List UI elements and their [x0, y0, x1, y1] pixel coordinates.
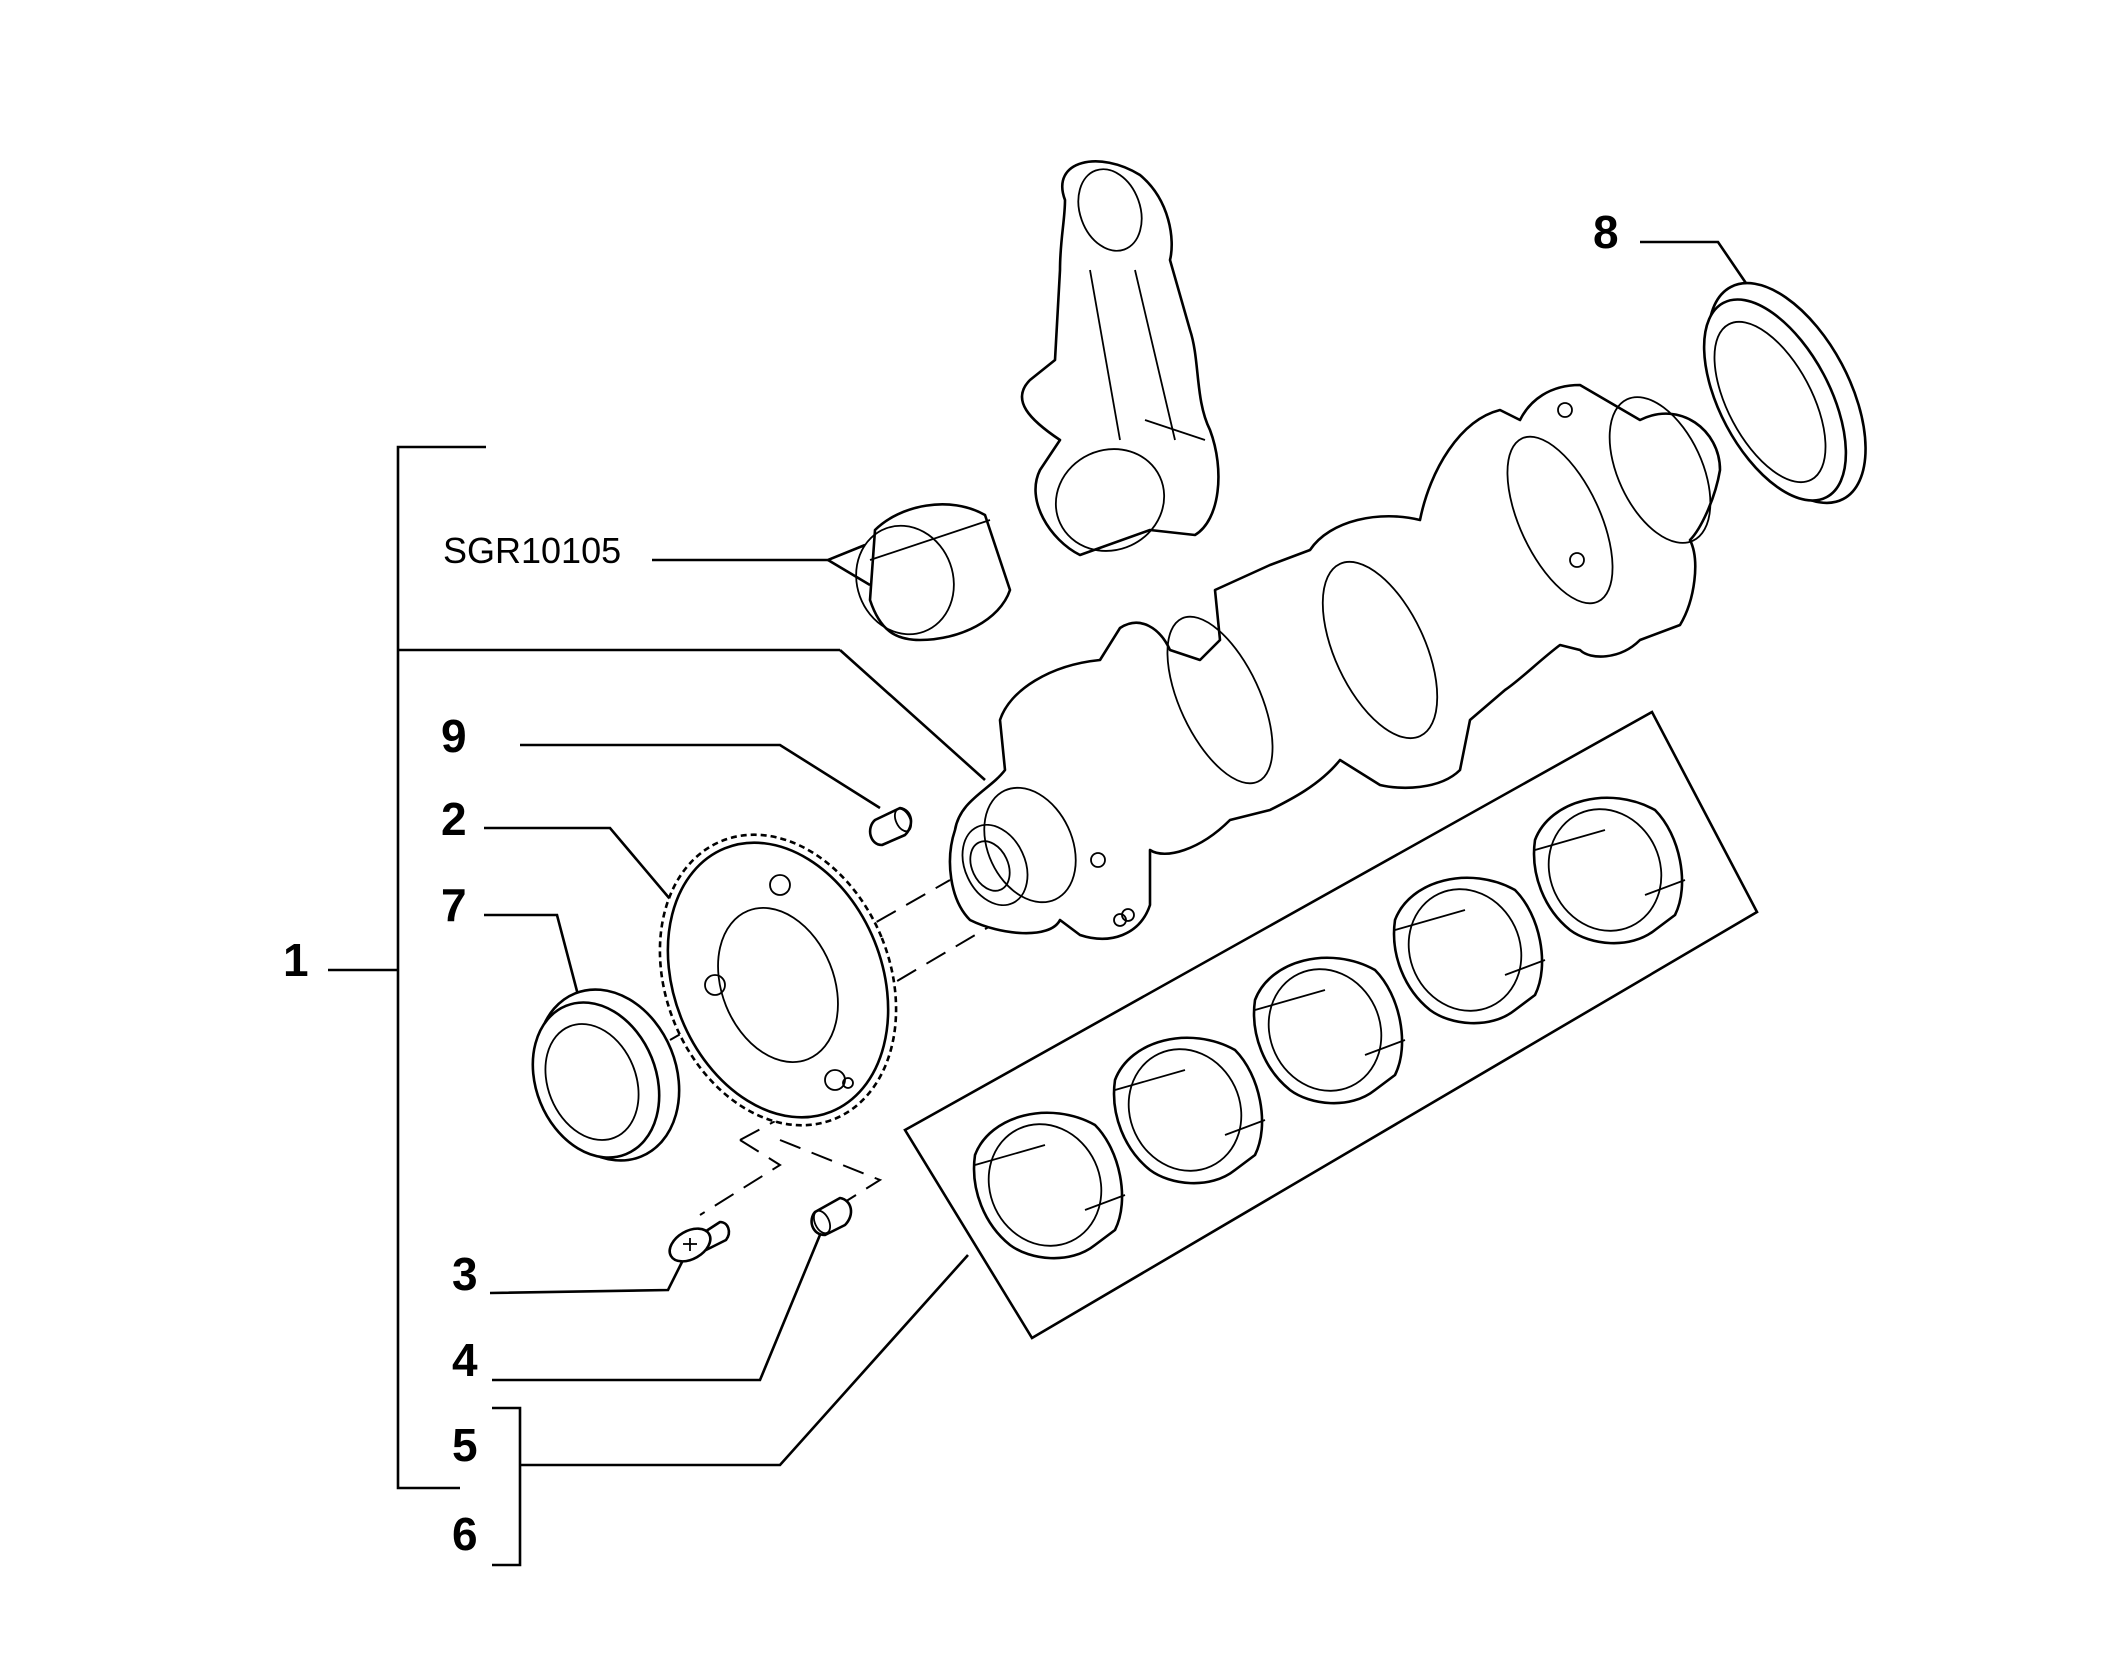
rear-oil-seal	[1702, 281, 1867, 505]
screw-part-3	[668, 1220, 731, 1263]
main-bearing-set	[903, 710, 1759, 1340]
rod-bearing-shell	[855, 503, 1012, 642]
main-bearing-shell-3	[1252, 956, 1406, 1105]
callout-7: 7	[441, 879, 467, 931]
main-bearing-shell-2	[1112, 1036, 1266, 1185]
front-oil-seal	[531, 988, 681, 1162]
callout-1: 1	[283, 934, 309, 986]
leader-lines	[484, 240, 1754, 1382]
ref-code-label: SGR10105	[443, 530, 621, 571]
main-bearing-shell-5	[1532, 796, 1686, 945]
main-bearing-shell-4	[1392, 876, 1546, 1025]
callout-5: 5	[452, 1419, 478, 1471]
connecting-rod	[1020, 160, 1220, 557]
callout-9: 9	[441, 710, 467, 762]
pin-part-9	[868, 806, 913, 847]
dowel-part-4	[810, 1196, 853, 1237]
callout-2: 2	[441, 793, 467, 845]
callout-3: 3	[452, 1248, 478, 1300]
main-bearing-shell-1	[972, 1111, 1126, 1260]
callout-8: 8	[1593, 206, 1619, 258]
crankshaft	[948, 383, 1722, 940]
bracket-5-6	[492, 1254, 969, 1567]
callout-6: 6	[452, 1508, 478, 1560]
tone-wheel	[658, 833, 898, 1127]
assembly-bracket-1	[328, 445, 840, 1490]
callout-4: 4	[452, 1334, 478, 1386]
